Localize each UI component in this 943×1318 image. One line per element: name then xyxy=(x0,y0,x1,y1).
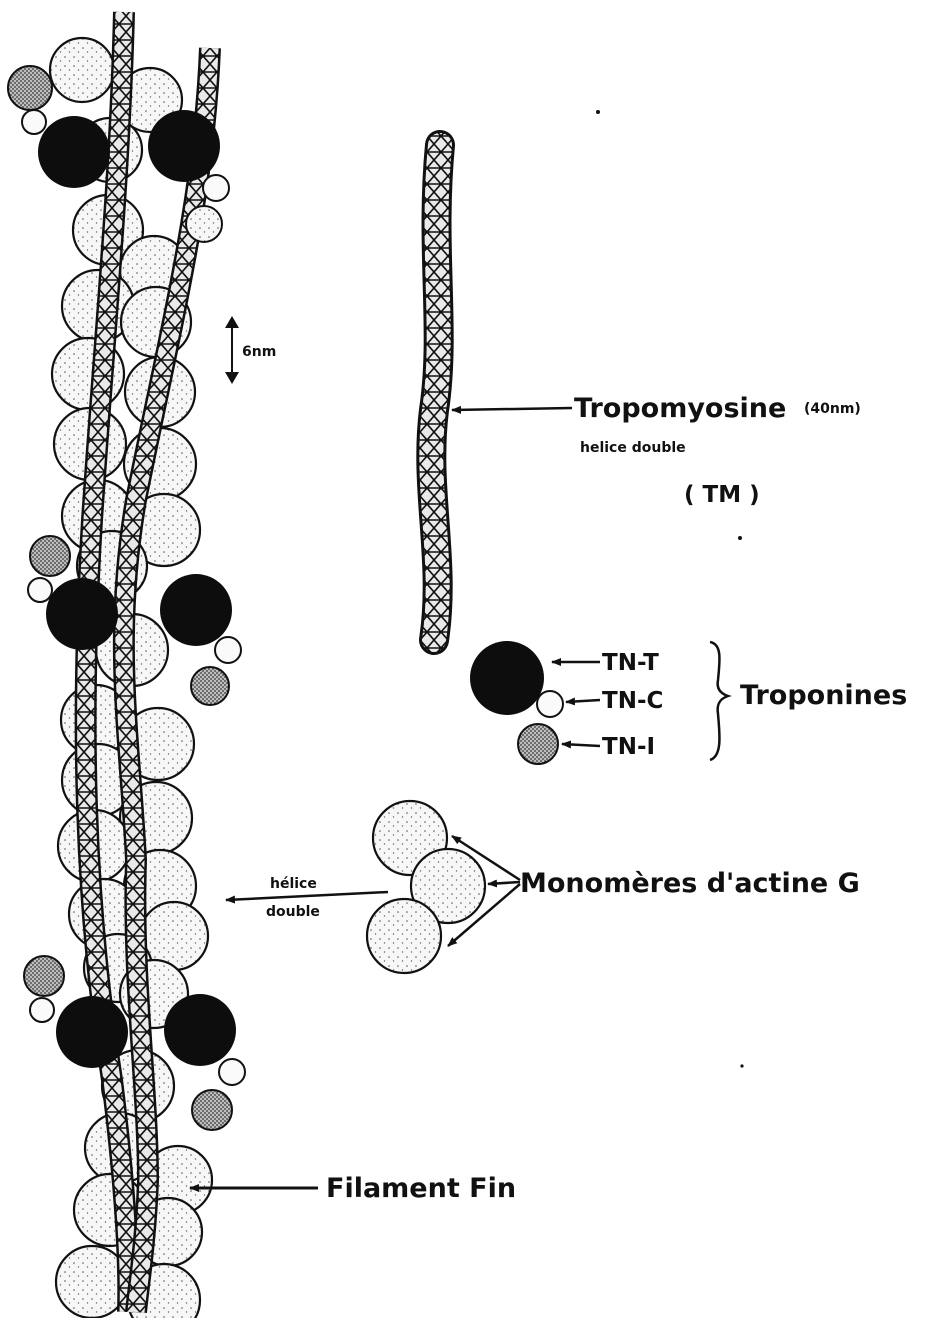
thin-filament xyxy=(8,12,245,1318)
tropomyosine-helix-label: helice double xyxy=(580,440,686,456)
troponin-c-3b xyxy=(219,1059,245,1085)
troponin-i-2 xyxy=(30,536,70,576)
troponin-t-left-2 xyxy=(46,578,118,650)
troponin-i-3b xyxy=(192,1090,232,1130)
helix-label-line2: double xyxy=(266,904,320,920)
tropomyosine-pointer xyxy=(452,408,572,410)
troponin-c-2 xyxy=(28,578,52,602)
troponin-t-left-3 xyxy=(56,996,128,1068)
tn-t-sphere xyxy=(470,641,544,715)
actin-sphere-1 xyxy=(50,38,114,102)
troponin-t-right-2 xyxy=(160,574,232,646)
tropomyosine-label: Tropomyosine xyxy=(574,393,786,424)
troponin-brace xyxy=(710,642,728,760)
filament-fin-label: Filament Fin xyxy=(326,1173,516,1204)
tn-c-sphere xyxy=(537,691,563,717)
troponin-t-right-3 xyxy=(164,994,236,1066)
tm-abbreviation: ( TM ) xyxy=(684,482,760,508)
troponin-i-1b xyxy=(186,206,222,242)
helix-pointer xyxy=(226,892,388,900)
monomeres-label: Monomères d'actine G xyxy=(520,868,860,899)
troponin-t-left-1 xyxy=(38,116,110,188)
tn-i-sphere xyxy=(518,724,558,764)
tropomyosine-length: (40nm) xyxy=(804,401,861,417)
troponines-label: Troponines xyxy=(740,680,907,711)
troponin-c-2b xyxy=(215,637,241,663)
troponin-i-1 xyxy=(8,66,52,110)
troponin-i-3 xyxy=(24,956,64,996)
helix-label-line1: hélice xyxy=(270,876,317,892)
troponin-i-2b xyxy=(191,667,229,705)
tn-i-label: TN-I xyxy=(602,734,655,760)
tn-c-label: TN-C xyxy=(602,688,663,714)
troponin-c-1b xyxy=(203,175,229,201)
tropomyosin-isolated xyxy=(431,145,440,640)
troponin-c-1 xyxy=(22,110,46,134)
troponin-c-3 xyxy=(30,998,54,1022)
troponin-t-right-1 xyxy=(148,110,220,182)
scale-bar: 6nm xyxy=(225,316,276,384)
tn-t-label: TN-T xyxy=(602,650,659,676)
troponin-legend: TN-T TN-C TN-I Troponines xyxy=(470,641,907,764)
actin-monomer-3 xyxy=(367,899,441,973)
actin-g-legend: Monomères d'actine G xyxy=(367,801,860,973)
scale-label: 6nm xyxy=(242,344,276,360)
